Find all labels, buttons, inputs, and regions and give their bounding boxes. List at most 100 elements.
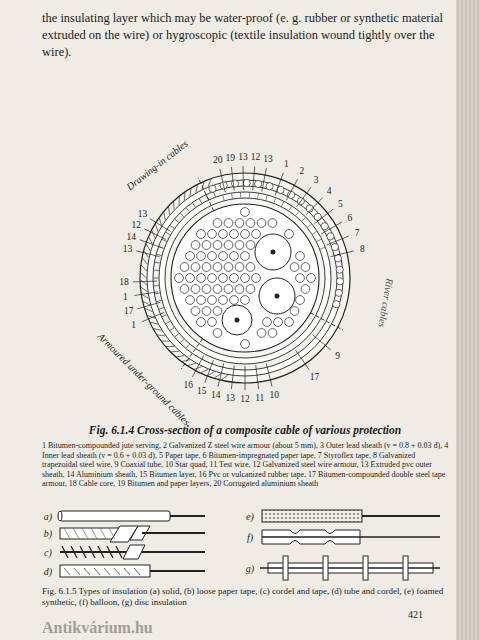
core-wire <box>241 252 250 261</box>
stroke <box>186 344 189 348</box>
coaxial-tube <box>259 278 295 314</box>
stroke <box>214 192 216 197</box>
core-wire <box>186 252 195 261</box>
stroke <box>320 247 325 249</box>
armour-wire <box>335 289 342 296</box>
leader-line <box>266 363 272 386</box>
callout-number: 9 <box>334 351 341 361</box>
coaxial-conductor <box>235 318 240 323</box>
stroke <box>154 285 159 286</box>
watermark: Antikvárium.hu <box>42 619 153 637</box>
stroke <box>302 218 306 222</box>
callout-number: 8 <box>359 244 366 254</box>
core-wire <box>246 241 255 250</box>
stroke <box>141 273 147 278</box>
core-wire <box>241 296 250 305</box>
core-wire <box>208 230 217 239</box>
stroke <box>186 208 189 212</box>
core-wire <box>241 340 250 349</box>
stroke <box>64 528 70 539</box>
stroke <box>144 251 149 258</box>
stroke <box>221 375 227 380</box>
stroke <box>116 546 122 558</box>
core-wire <box>213 241 222 250</box>
stroke <box>159 308 164 310</box>
callout-number: 4 <box>326 186 333 196</box>
stroke <box>171 351 179 353</box>
leader-line <box>245 366 246 390</box>
coaxial-conductor <box>275 294 280 299</box>
core-wire <box>186 296 195 305</box>
stroke <box>166 346 174 347</box>
sheath-ring <box>171 204 319 352</box>
core-wire <box>186 274 195 283</box>
core-wire <box>235 241 244 250</box>
figure-caption: Fig. 6.1.4 Cross-section of a composite … <box>30 424 460 436</box>
cable-group-label: Armoured under-ground cables <box>96 331 193 428</box>
leader-line <box>192 356 203 377</box>
core-wire <box>301 263 310 272</box>
core-wire <box>197 274 206 283</box>
stroke <box>157 300 162 301</box>
callout-number: 11 <box>254 393 265 403</box>
stroke <box>89 546 95 558</box>
callout-number: 12 <box>239 394 251 404</box>
stroke <box>73 528 79 539</box>
sheath-ring <box>147 180 343 376</box>
stroke <box>179 197 180 205</box>
callout-number: 14 <box>210 390 222 400</box>
stroke <box>157 334 165 336</box>
stroke <box>162 340 170 341</box>
stroke <box>249 193 250 198</box>
armour-wire <box>327 233 334 240</box>
core-wire <box>224 241 233 250</box>
callout-number: 18 <box>118 277 130 287</box>
core-wire <box>219 230 228 239</box>
callout-number: 13 <box>137 209 149 219</box>
figure-letter: f) <box>247 532 253 543</box>
stroke <box>109 528 115 539</box>
stroke <box>257 194 259 199</box>
coaxial-conductor <box>271 250 276 255</box>
stroke <box>155 262 160 264</box>
stroke <box>141 265 146 271</box>
stroke <box>164 212 166 220</box>
core-wire <box>180 263 189 272</box>
stroke <box>114 568 120 575</box>
leader-line <box>137 302 160 309</box>
leader-line <box>231 167 234 191</box>
core-wire <box>285 318 294 327</box>
leader-line <box>297 187 311 206</box>
core-wire <box>252 230 261 239</box>
stroke <box>154 278 159 279</box>
stroke <box>100 528 106 539</box>
armour-wire <box>255 180 262 187</box>
stroke <box>107 546 113 558</box>
core-wire <box>202 307 211 316</box>
cable-cross-section <box>133 166 354 390</box>
stroke <box>240 193 241 198</box>
core-wire <box>219 274 228 283</box>
core-wire <box>180 285 189 294</box>
stroke <box>296 212 299 216</box>
armour-wire <box>331 243 338 250</box>
stroke <box>141 287 148 292</box>
callout-number: 15 <box>196 386 208 396</box>
callout-number: 3 <box>313 175 320 185</box>
armour-wire <box>321 223 328 230</box>
stroke <box>142 258 147 264</box>
leader-line <box>144 229 166 240</box>
core-wire <box>235 219 244 228</box>
stroke <box>82 528 88 539</box>
leader-line <box>134 292 158 296</box>
armour-wire <box>333 301 340 308</box>
stroke <box>94 568 100 575</box>
figure-letter: b) <box>44 528 52 539</box>
core-wire <box>307 274 316 283</box>
leader-line <box>312 335 330 350</box>
coaxial-tube <box>222 305 252 335</box>
core-wire <box>213 329 222 338</box>
stroke <box>155 293 160 295</box>
core-wire <box>296 274 305 283</box>
